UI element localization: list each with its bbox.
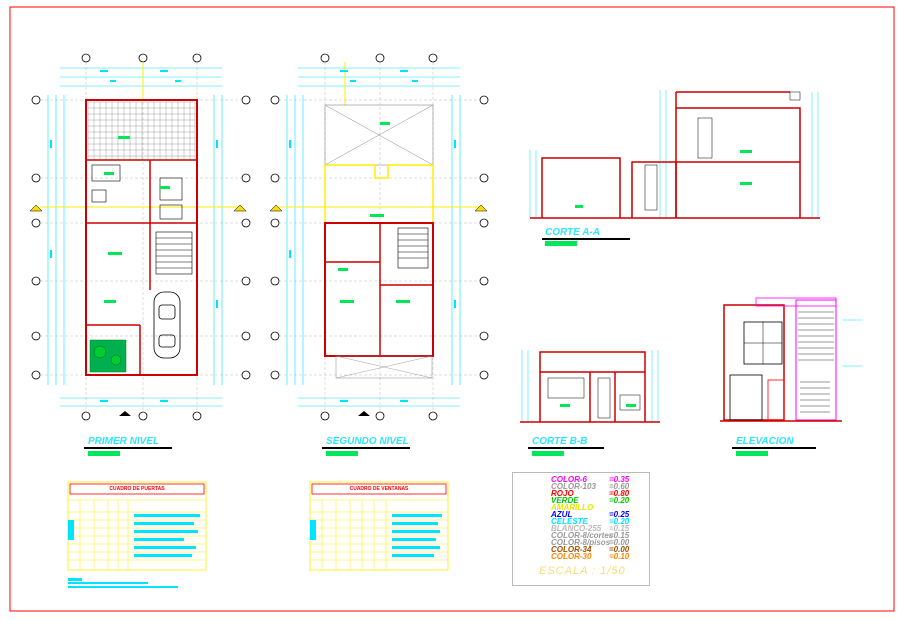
elevacion-view [720, 297, 862, 422]
primer-nivel-scale-tag [88, 451, 120, 456]
legend-line-weight: =0.80 [609, 489, 630, 498]
legend-row: COLOR-30 =0.10 [513, 552, 649, 561]
corte-aa-section [529, 90, 820, 219]
legend-row: AZUL =0.25 [513, 510, 649, 519]
legend-color-name: ROJO [551, 489, 574, 498]
legend-row: COLOR-6 =0.35 [513, 475, 649, 484]
primer-nivel-underline [84, 447, 172, 449]
elevacion-underline [732, 447, 816, 449]
legend-row: VERDE =0.20 [513, 496, 649, 505]
legend-row: CELESTE =0.20 [513, 517, 649, 526]
segundo-nivel-plan [269, 53, 489, 421]
segundo-nivel-underline [322, 447, 410, 449]
cuadro-de-ventanas-title: CUADRO DE VENTANAS [349, 486, 409, 492]
legend-color-name: VERDE [551, 496, 579, 505]
legend-color-name: AZUL [551, 510, 573, 519]
legend-line-weight: =0.60 [609, 482, 630, 491]
corte-bb-scale-tag [532, 451, 564, 456]
escala-label: ESCALA : 1/50 [539, 565, 626, 577]
cuadro-de-puertas-table [67, 481, 207, 588]
legend-color-name: COLOR-6 [551, 475, 587, 484]
corte-bb-title: CORTE B-B [532, 436, 588, 447]
legend-line-weight: =0.25 [609, 510, 630, 519]
legend-color-name: CELESTE [551, 517, 588, 526]
legend-color-name: COLOR-34 [551, 545, 592, 554]
cuadro-de-ventanas-table [309, 481, 449, 571]
legend-line-weight: =0.00 [609, 538, 630, 547]
corte-bb-underline [528, 447, 604, 449]
legend-line-weight: =0.15 [609, 531, 630, 540]
legend-line-weight: =0.15 [609, 524, 630, 533]
legend-row: ROJO =0.80 [513, 489, 649, 498]
sheet-border [9, 6, 895, 612]
legend-line-weight: =0.20 [609, 517, 630, 526]
legend-row: COLOR-34 =0.00 [513, 545, 649, 554]
primer-nivel-title: PRIMER NIVEL [88, 436, 160, 447]
corte-bb-section [520, 350, 660, 423]
corte-aa-underline [542, 238, 630, 240]
segundo-nivel-title: SEGUNDO NIVEL [326, 436, 409, 447]
legend-row: COLOR-8/cortes=0.15 [513, 531, 649, 540]
legend-row: COLOR-8/pisos=0.00 [513, 538, 649, 547]
legend-color-name: BLANCO-255 [551, 524, 602, 533]
segundo-nivel-scale-tag [326, 451, 358, 456]
legend-color-name: COLOR-8/cortes [551, 531, 614, 540]
legend-color-name: COLOR-8/pisos [551, 538, 611, 547]
corte-aa-scale-tag [545, 241, 577, 246]
corte-aa-title: CORTE A-A [545, 227, 600, 238]
legend-row: AMARILLO [513, 503, 649, 512]
legend-line-weight: =0.35 [609, 475, 630, 484]
elevacion-title: ELEVACION [736, 436, 794, 447]
legend-color-name: COLOR-103 [551, 482, 596, 491]
legend-row: COLOR-103 =0.60 [513, 482, 649, 491]
legend-row: BLANCO-255 =0.15 [513, 524, 649, 533]
legend-color-name: AMARILLO [551, 503, 594, 512]
legend-line-weight: =0.10 [609, 552, 630, 561]
legend-color-name: COLOR-30 [551, 552, 592, 561]
elevacion-scale-tag [736, 451, 768, 456]
legend-line-weight: =0.00 [609, 545, 630, 554]
legend-line-weight: =0.20 [609, 496, 630, 505]
primer-nivel-plan [29, 53, 251, 421]
cuadro-de-puertas-title: CUADRO DE PUERTAS [109, 486, 165, 492]
